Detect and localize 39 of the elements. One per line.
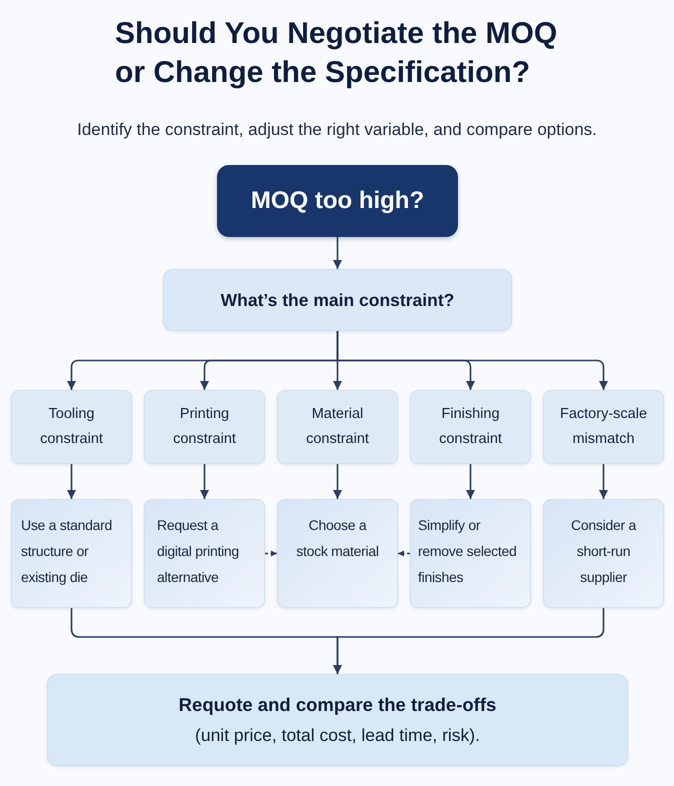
arrow bbox=[398, 550, 410, 556]
result-detail: (unit price, total cost, lead time, risk). bbox=[195, 724, 480, 747]
result-box bbox=[47, 674, 628, 766]
box-text: Choose a stock material bbox=[295, 516, 380, 561]
arrow bbox=[336, 331, 608, 390]
box-label: Factory-scale mismatch bbox=[558, 405, 648, 449]
action-box bbox=[11, 499, 132, 608]
box-text: Use a standard structure or existing die bbox=[21, 516, 114, 587]
box-label: What’s the main constraint? bbox=[220, 289, 454, 312]
result-heading: Requote and compare the trade-offs bbox=[178, 693, 496, 717]
box-label: Finishing constraint bbox=[438, 405, 503, 449]
constraint-box bbox=[410, 390, 531, 464]
constraint-box bbox=[11, 390, 132, 464]
action-box bbox=[277, 499, 398, 608]
arrow bbox=[333, 237, 342, 269]
arrow bbox=[200, 464, 209, 499]
constraint-box bbox=[543, 390, 664, 464]
arrow bbox=[67, 464, 76, 499]
question-box bbox=[163, 269, 512, 331]
box-text: Request a digital printing alternative bbox=[157, 516, 240, 587]
constraint-box bbox=[144, 390, 265, 464]
box-label: Material constraint bbox=[305, 405, 370, 449]
box-label: Printing constraint bbox=[172, 405, 237, 449]
arrow bbox=[265, 550, 277, 556]
action-box bbox=[144, 499, 265, 608]
action-box bbox=[543, 499, 664, 608]
action-box bbox=[410, 499, 531, 608]
arrow bbox=[333, 464, 342, 499]
box-text: Simplify or remove selected finishes bbox=[418, 516, 518, 587]
arrow bbox=[599, 464, 608, 499]
subtitle: Identify the constraint, adjust the right variable, and compare options. bbox=[76, 119, 598, 141]
title: Should You Negotiate the MOQ or Change the Specification? bbox=[115, 16, 558, 91]
box-label: MOQ too high? bbox=[250, 186, 424, 216]
decision-box bbox=[217, 165, 458, 237]
arrow bbox=[333, 608, 604, 674]
constraint-box bbox=[277, 390, 398, 464]
box-label: Tooling constraint bbox=[39, 405, 104, 449]
box-text: Consider a short-run supplier bbox=[570, 516, 638, 587]
arrow bbox=[466, 464, 475, 499]
